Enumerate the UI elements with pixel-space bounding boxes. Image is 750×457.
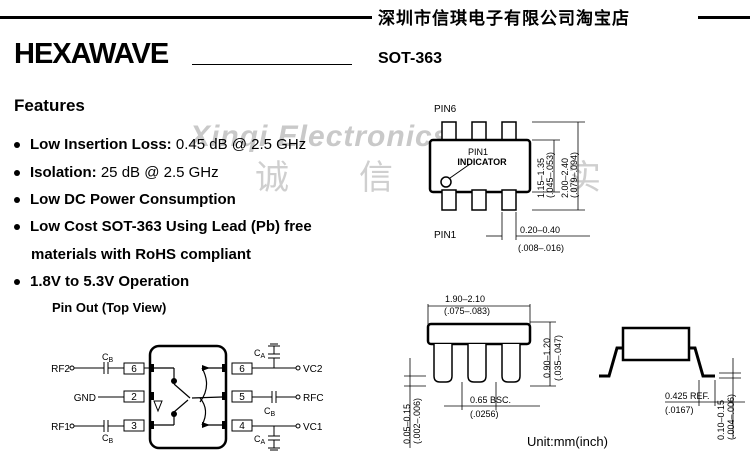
feature-item-dc-power: Low DC Power Consumption: [14, 191, 236, 208]
bullet-icon: [14, 279, 20, 286]
svg-text:PIN1: PIN1: [434, 230, 457, 241]
svg-text:0.90–1.20: 0.90–1.20: [542, 338, 552, 378]
svg-text:(.079–.094): (.079–.094): [569, 152, 579, 198]
side-dim-lines: [404, 304, 556, 448]
svg-text:3: 3: [131, 421, 137, 432]
svg-text:(.035–.047): (.035–.047): [553, 335, 563, 381]
svg-text:CA: CA: [254, 434, 266, 446]
bullet-icon: [14, 224, 20, 231]
svg-text:RF2: RF2: [51, 364, 70, 375]
svg-text:CB: CB: [102, 433, 114, 445]
bullet-icon: [14, 170, 20, 177]
end-dim-lines: [665, 358, 745, 438]
features-title: Features: [14, 96, 85, 115]
side-leads: [433, 344, 521, 383]
svg-text:6: 6: [239, 364, 245, 375]
brand-logo: HEXAWAVE: [14, 38, 169, 70]
svg-text:0.20–0.40: 0.20–0.40: [520, 225, 560, 235]
pinout-title: Pin Out (Top View): [52, 300, 167, 315]
svg-text:5: 5: [239, 392, 245, 403]
vc1-terminal: [295, 423, 301, 429]
end-view-drawing: 0.425 REF. (.0167) 0.10–0.15 (.004–.006): [599, 326, 745, 440]
pin1-dot: [440, 176, 452, 188]
svg-text:RFC: RFC: [303, 393, 324, 404]
svg-text:0.65 BSC.: 0.65 BSC.: [470, 395, 511, 405]
svg-text:2.00–2.40: 2.00–2.40: [560, 158, 570, 198]
svg-text:4: 4: [239, 421, 245, 432]
svg-text:(.0256): (.0256): [470, 409, 499, 419]
feature-item-isolation: Isolation: 25 dB @ 2.5 GHz: [14, 164, 219, 181]
package-name: SOT-363: [378, 50, 443, 67]
feature-item-continuation: materials with RoHS compliant: [31, 246, 252, 263]
end-body: [621, 326, 691, 362]
rf1-terminal: [69, 423, 75, 429]
end-lead-left: [599, 346, 623, 378]
svg-text:(.045–.053): (.045–.053): [545, 152, 555, 198]
watermark-latin: Xinqi Electronics: [190, 120, 451, 153]
svg-text:(.002–.006): (.002–.006): [412, 398, 422, 444]
rf2-terminal: [69, 365, 75, 371]
top-leads: [441, 121, 517, 143]
unit-note: Unit:mm(inch): [527, 434, 608, 449]
svg-text:2: 2: [131, 392, 137, 403]
pinout-diagram: 6 2 3 6 5 4: [51, 343, 324, 451]
svg-text:0.10–0.15: 0.10–0.15: [716, 400, 726, 440]
svg-text:0.05–0.15: 0.05–0.15: [402, 404, 412, 444]
svg-text:RF1: RF1: [51, 422, 70, 433]
bottom-leads: [441, 189, 517, 211]
watermark-cjk: 诚信务实: [255, 150, 671, 199]
svg-text:6: 6: [131, 364, 137, 375]
svg-text:1.90–2.10: 1.90–2.10: [445, 294, 485, 304]
svg-text:GND: GND: [74, 393, 96, 404]
svg-text:CB: CB: [264, 406, 276, 418]
svg-text:(.075–.083): (.075–.083): [444, 306, 490, 316]
rfc-terminal: [295, 394, 301, 400]
svg-text:1.15–1.35: 1.15–1.35: [536, 158, 546, 198]
logo-rule: [192, 64, 352, 65]
arrow-bottom-icon: [202, 422, 210, 428]
svg-text:0.425 REF.: 0.425 REF.: [665, 391, 710, 401]
feature-item-voltage: 1.8V to 5.3V Operation: [14, 273, 189, 290]
switch-node-bottom: [171, 411, 177, 417]
shop-name: 深圳市信琪电子有限公司淘宝店: [378, 9, 630, 29]
bullet-icon: [14, 142, 20, 149]
svg-text:PIN6: PIN6: [434, 104, 457, 115]
top-dim-lines: [486, 121, 590, 240]
svg-text:VC1: VC1: [303, 422, 323, 433]
svg-text:PIN1: PIN1: [468, 147, 488, 157]
top-view-drawing: PIN6 PIN1 INDICATOR PIN1 1.15–1.35 (.045…: [428, 104, 590, 253]
feature-item-insertion-loss: Low Insertion Loss: 0.45 dB @ 2.5 GHz: [14, 136, 306, 153]
switch-internals: [154, 367, 223, 426]
svg-text:(.004–.006): (.004–.006): [726, 394, 736, 440]
svg-text:VC2: VC2: [303, 364, 323, 375]
side-body: [426, 322, 532, 346]
arrow-top-icon: [202, 365, 210, 371]
bullet-icon: [14, 197, 20, 204]
header-rule-left: [0, 16, 372, 19]
switch-node-top: [171, 378, 177, 384]
right-wiring: [252, 343, 296, 451]
svg-text:CB: CB: [102, 352, 114, 364]
header-rule-right: [698, 16, 750, 19]
left-wiring: [74, 362, 124, 432]
feature-item-low-cost: Low Cost SOT-363 Using Lead (Pb) free: [14, 218, 312, 235]
vc2-terminal: [295, 365, 301, 371]
svg-text:(.008–.016): (.008–.016): [518, 243, 564, 253]
end-lead-right: [689, 346, 715, 378]
svg-text:CA: CA: [254, 348, 266, 360]
svg-text:INDICATOR: INDICATOR: [457, 157, 507, 167]
side-view-drawing: 1.90–2.10 (.075–.083) 0.65 BSC. (.0256) …: [402, 294, 563, 448]
svg-text:(.0167): (.0167): [665, 405, 694, 415]
gnd-triangle-icon: [153, 400, 163, 413]
